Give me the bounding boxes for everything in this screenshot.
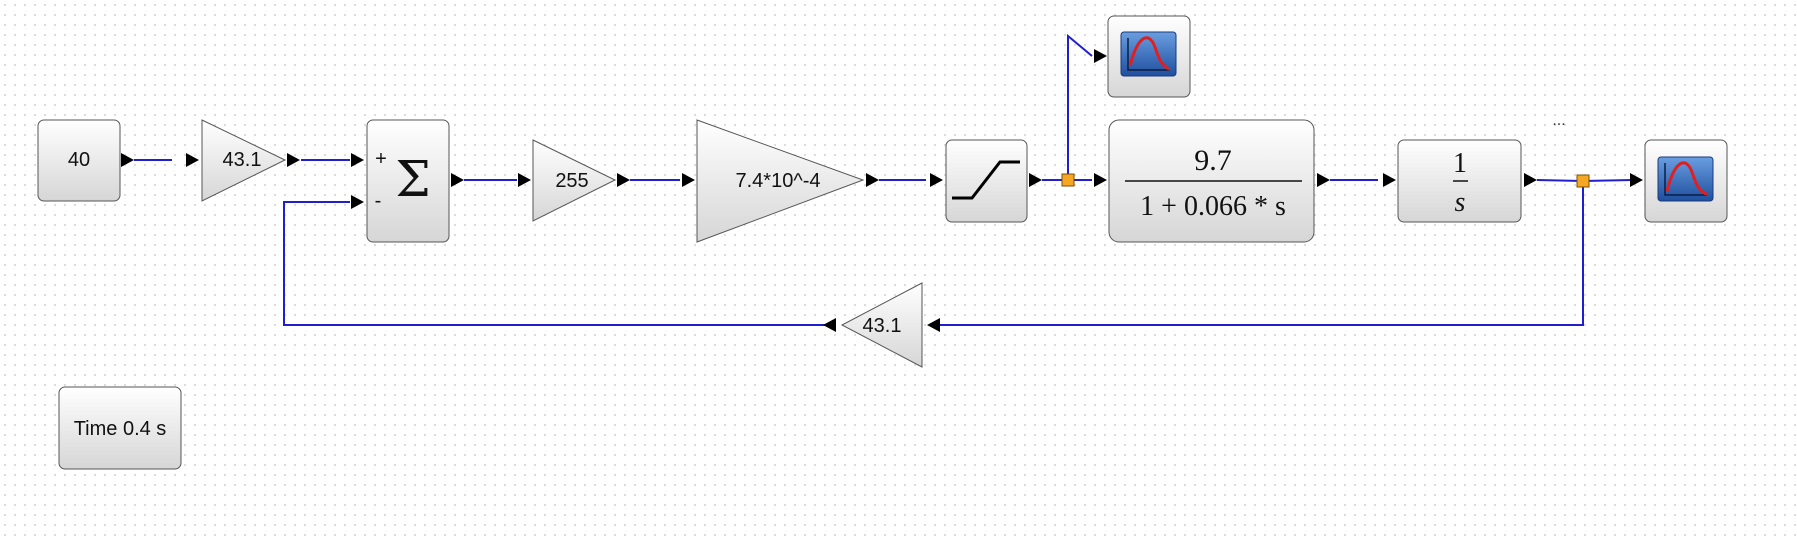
arrow-constant-out bbox=[121, 153, 134, 167]
link-split-to-feedback-gain[interactable] bbox=[940, 181, 1584, 326]
gain-255-value: 255 bbox=[555, 170, 588, 192]
arrow-gain-small-out bbox=[866, 173, 879, 187]
integrator-denominator: s bbox=[1455, 187, 1466, 218]
link-feedback-gain-to-sum[interactable] bbox=[283, 201, 834, 326]
arrow-tf-in bbox=[1094, 173, 1107, 187]
arrow-gain255-out bbox=[617, 173, 630, 187]
arrow-gain255-in bbox=[518, 173, 531, 187]
link-integrator-to-split[interactable] bbox=[1536, 179, 1584, 182]
arrow-tf-out bbox=[1317, 173, 1330, 187]
tf-denominator: 1 + 0.066 * s bbox=[1140, 191, 1286, 222]
arrow-sum-in-plus bbox=[351, 153, 364, 167]
arrow-sum-out bbox=[451, 173, 464, 187]
arrow-integrator-out bbox=[1524, 173, 1537, 187]
arrow-saturation-in bbox=[930, 173, 943, 187]
gain-block-feedback[interactable]: 43.1 bbox=[840, 282, 923, 368]
clock-block[interactable]: Time 0.4 s bbox=[58, 386, 182, 470]
sum-symbol: Σ bbox=[395, 150, 430, 208]
gain-feedback-value: 43.1 bbox=[863, 315, 902, 337]
arrow-feedback-gain-in bbox=[927, 318, 940, 332]
arrow-gain-ref-out bbox=[287, 153, 300, 167]
signal-links bbox=[134, 33, 1633, 326]
scope-block-top[interactable] bbox=[1107, 15, 1191, 98]
arrow-sum-in-minus bbox=[351, 195, 364, 209]
port-arrows bbox=[121, 49, 1643, 332]
scope-icon bbox=[1657, 156, 1714, 202]
scope-icon bbox=[1120, 31, 1177, 77]
arrow-top-scope-in bbox=[1094, 49, 1107, 63]
arrow-gain-small-in bbox=[682, 173, 695, 187]
clock-label: Time 0.4 s bbox=[74, 418, 167, 440]
gain-block-255[interactable]: 255 bbox=[532, 139, 617, 222]
integrator-block[interactable]: 1 s bbox=[1397, 139, 1522, 223]
split-point-saturation[interactable] bbox=[1061, 173, 1075, 187]
gain-small-value: 7.4*10^-4 bbox=[736, 170, 821, 192]
arrow-gain-ref-in bbox=[186, 153, 199, 167]
integrator-numerator: 1 bbox=[1453, 148, 1467, 179]
arrow-integrator-in bbox=[1383, 173, 1396, 187]
saturation-block[interactable] bbox=[945, 139, 1028, 223]
transfer-function-block[interactable]: 9.7 1 + 0.066 * s bbox=[1108, 119, 1315, 243]
constant-block[interactable]: 40 bbox=[37, 119, 121, 202]
link-split-to-top-scope[interactable] bbox=[1067, 33, 1093, 180]
ellipsis-annotation: ... bbox=[1552, 112, 1565, 129]
gain-ref-value: 43.1 bbox=[223, 149, 262, 171]
arrow-right-scope-in bbox=[1630, 173, 1643, 187]
saturation-icon bbox=[952, 160, 1020, 200]
split-point-output[interactable] bbox=[1576, 174, 1590, 188]
scope-block-right[interactable] bbox=[1644, 139, 1728, 223]
constant-value: 40 bbox=[68, 149, 90, 171]
link-split-to-right-scope[interactable] bbox=[1582, 179, 1633, 182]
sum-minus-sign: - bbox=[375, 190, 382, 212]
arrow-saturation-out bbox=[1029, 173, 1042, 187]
arrow-feedback-gain-out bbox=[823, 318, 836, 332]
sum-plus-sign: + bbox=[375, 148, 387, 170]
sum-block[interactable]: + - Σ bbox=[366, 119, 450, 243]
tf-numerator: 9.7 bbox=[1194, 144, 1232, 177]
gain-block-small[interactable]: 7.4*10^-4 bbox=[696, 119, 865, 243]
gain-block-ref[interactable]: 43.1 bbox=[201, 119, 287, 202]
